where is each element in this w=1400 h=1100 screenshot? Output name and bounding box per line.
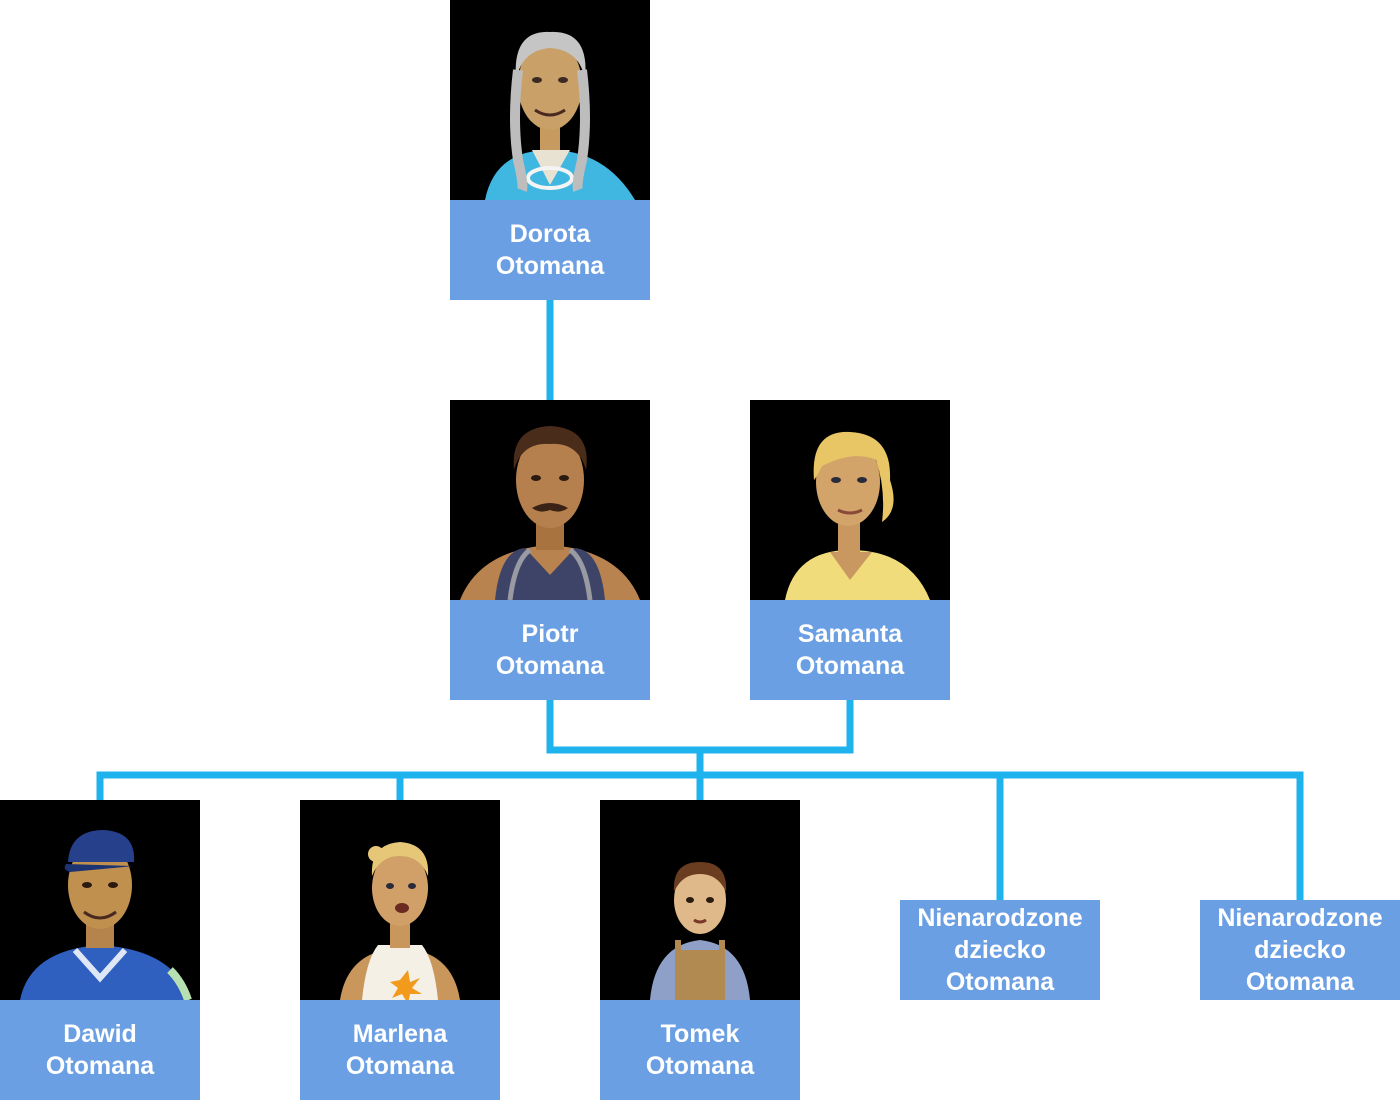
- person-piotr: Piotr Otomana: [450, 400, 650, 700]
- namebox-marlena: Marlena Otomana: [300, 1000, 500, 1100]
- person-name-first: Samanta: [797, 620, 903, 648]
- person-name-last: Otomana: [495, 652, 605, 680]
- person-name-line1: Nienarodzone: [1217, 904, 1383, 932]
- person-name-last: Otomana: [645, 1052, 755, 1080]
- person-name-line1: Nienarodzone: [917, 904, 1083, 932]
- person-name-first: Marlena: [352, 1020, 448, 1048]
- namebox-dawid: Dawid Otomana: [0, 1000, 200, 1100]
- namebox-unborn-1: Nienarodzone dziecko Otomana: [900, 900, 1100, 1000]
- namebox-unborn-2: Nienarodzone dziecko Otomana: [1200, 900, 1400, 1000]
- person-dawid: Dawid Otomana: [0, 800, 200, 1100]
- portrait-tomek: [600, 800, 800, 1000]
- person-marlena: Marlena Otomana: [300, 800, 500, 1100]
- portrait-samanta: [750, 400, 950, 600]
- person-name-last: Otomana: [345, 1052, 455, 1080]
- person-name-first: Tomek: [660, 1020, 740, 1048]
- person-name-last: Otomana: [795, 652, 905, 680]
- namebox-samanta: Samanta Otomana: [750, 600, 950, 700]
- person-samanta: Samanta Otomana: [750, 400, 950, 700]
- person-tomek: Tomek Otomana: [600, 800, 800, 1100]
- person-name-line3: Otomana: [945, 968, 1055, 996]
- person-name-last: Otomana: [45, 1052, 155, 1080]
- portrait-dorota: [450, 0, 650, 200]
- person-name-first: Dorota: [509, 220, 591, 248]
- portrait-dawid: [0, 800, 200, 1000]
- person-unborn-1: Nienarodzone dziecko Otomana: [900, 900, 1100, 1000]
- portrait-piotr: [450, 400, 650, 600]
- namebox-dorota: Dorota Otomana: [450, 200, 650, 300]
- person-name-last: Otomana: [495, 252, 605, 280]
- person-name-first: Piotr: [521, 620, 579, 648]
- person-name-first: Dawid: [63, 1020, 137, 1048]
- namebox-tomek: Tomek Otomana: [600, 1000, 800, 1100]
- person-name-line2: dziecko: [1254, 936, 1346, 964]
- namebox-piotr: Piotr Otomana: [450, 600, 650, 700]
- person-name-line2: dziecko: [954, 936, 1046, 964]
- person-name-line3: Otomana: [1245, 968, 1355, 996]
- portrait-marlena: [300, 800, 500, 1000]
- person-unborn-2: Nienarodzone dziecko Otomana: [1200, 900, 1400, 1000]
- person-dorota: Dorota Otomana: [450, 0, 650, 300]
- connector-couple: [546, 696, 854, 754]
